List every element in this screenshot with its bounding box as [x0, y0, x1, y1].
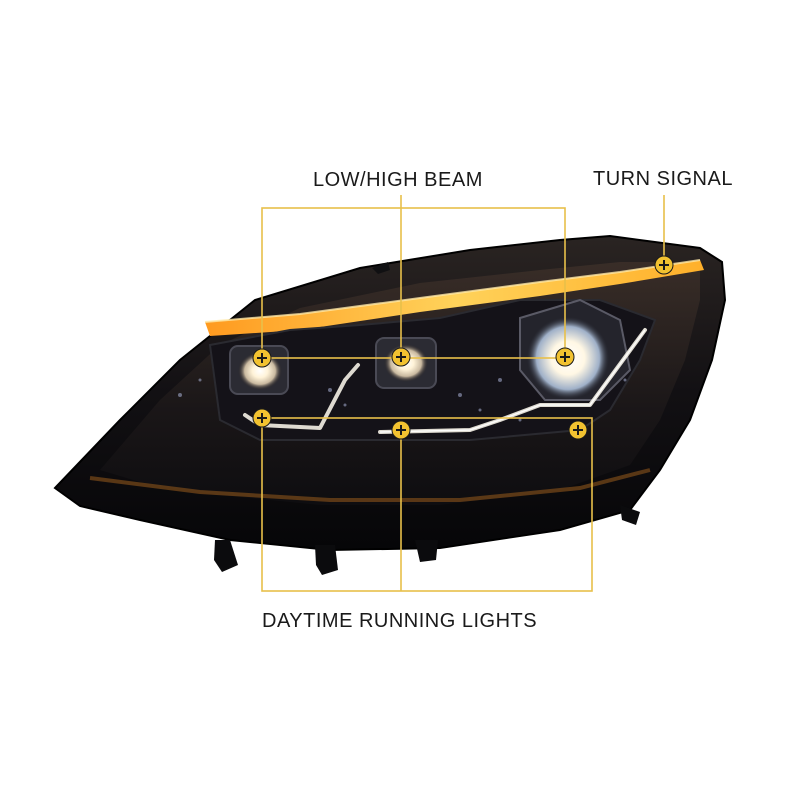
callout-lines: [261, 195, 665, 592]
turn-signal-strip: [205, 260, 704, 336]
lens-reflections: [178, 378, 627, 422]
plus-in-circle-icon: [654, 255, 674, 275]
low-high-beam-callout-box: [261, 207, 566, 359]
turn-signal-label: TURN SIGNAL: [593, 168, 733, 190]
plus-in-circle-icon: [252, 348, 272, 368]
callout-markers: [252, 255, 674, 440]
plus-in-circle-icon: [391, 347, 411, 367]
low-high-beam-label: LOW/HIGH BEAM: [313, 169, 483, 191]
plus-in-circle-icon: [555, 347, 575, 367]
plus-in-circle-icon: [252, 408, 272, 428]
daytime-running-lights-label: DAYTIME RUNNING LIGHTS: [262, 610, 538, 632]
plus-in-circle-icon: [568, 420, 588, 440]
mounting-tabs: [214, 505, 640, 575]
plus-in-circle-icon: [391, 420, 411, 440]
drl-callout-box: [261, 417, 593, 592]
